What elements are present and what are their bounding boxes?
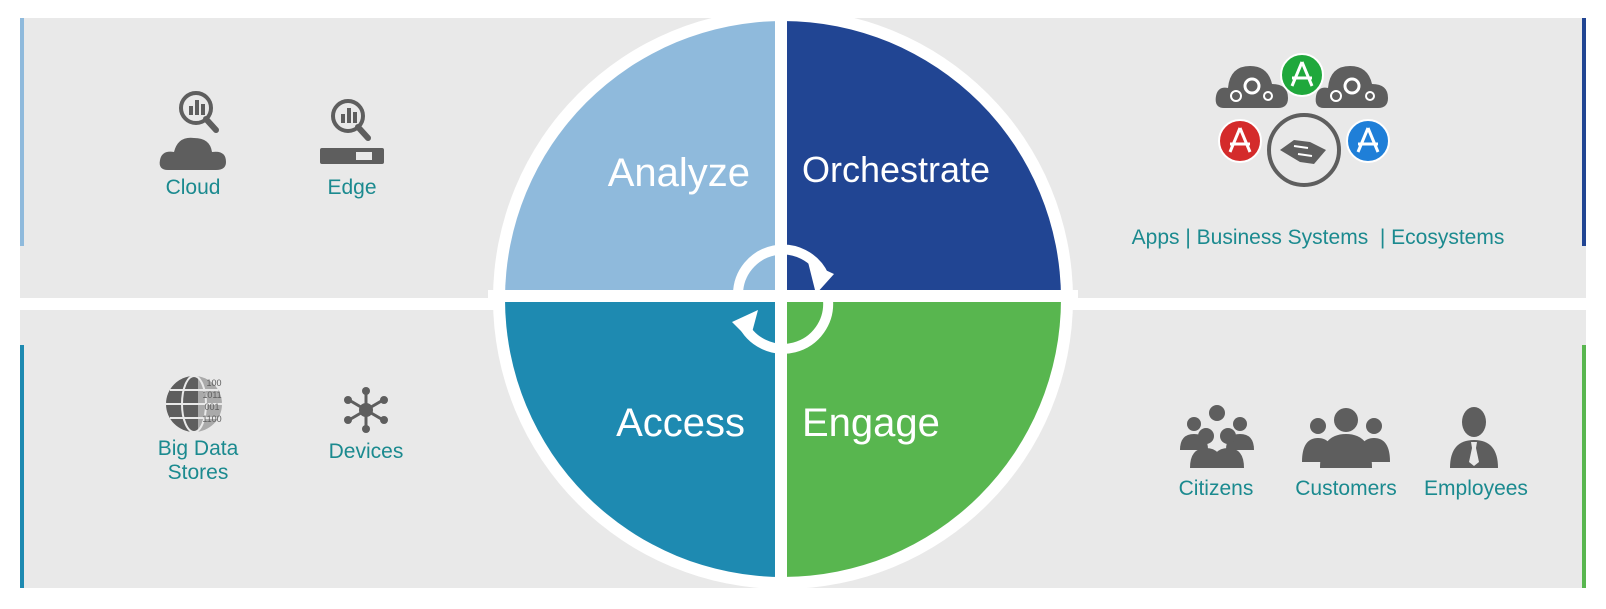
app-store-green-icon [1280,53,1324,97]
label-analyze: Analyze [608,151,750,195]
handshake-icon [1267,113,1341,187]
quadrant-engage [783,299,1061,577]
label-stores: Stores [167,461,229,484]
network-nodes-icon [344,387,388,433]
cycle-diagram: Analyze Orchestrate Access Engage [488,4,1078,594]
quadrant-access [505,299,783,577]
label-access: Access [616,401,745,445]
label-apps-business-ecosystems: Apps | Business Systems | Ecosystems [1131,226,1505,249]
crowd-icon [1180,405,1254,468]
accent-bar-analyze [20,18,24,246]
label-orchestrate: Orchestrate [802,149,990,190]
label-edge: Edge [327,176,377,199]
svg-text:001: 001 [204,402,219,412]
label-citizens: Citizens [1178,477,1254,500]
cycle-arrows-icon [733,244,834,354]
app-store-blue-icon [1346,119,1390,163]
globe-data-icon: 100 1011 001 1100 [166,375,230,433]
accent-bar-access [20,345,24,588]
label-engage: Engage [802,401,940,445]
group-icon [1302,408,1390,468]
svg-text:1011: 1011 [202,390,221,400]
cloud-gears-icon [1315,66,1388,108]
edge-device-analytics-icon [320,99,384,164]
svg-text:100: 100 [206,378,221,388]
label-big-data: Big Data [157,437,239,460]
app-store-red-icon [1218,119,1262,163]
cloud-gears-icon [1215,66,1288,108]
label-cloud: Cloud [165,176,221,199]
label-devices: Devices [328,440,404,463]
quadrant-analyze [505,21,783,299]
quadrant-orchestrate [783,21,1061,299]
svg-text:1100: 1100 [202,414,221,424]
accent-bar-engage [1582,345,1586,588]
label-customers: Customers [1295,477,1397,500]
label-employees: Employees [1424,477,1528,500]
cloud-analytics-icon [159,91,226,170]
accent-bar-orchestrate [1582,18,1586,246]
businessman-icon [1450,407,1498,468]
